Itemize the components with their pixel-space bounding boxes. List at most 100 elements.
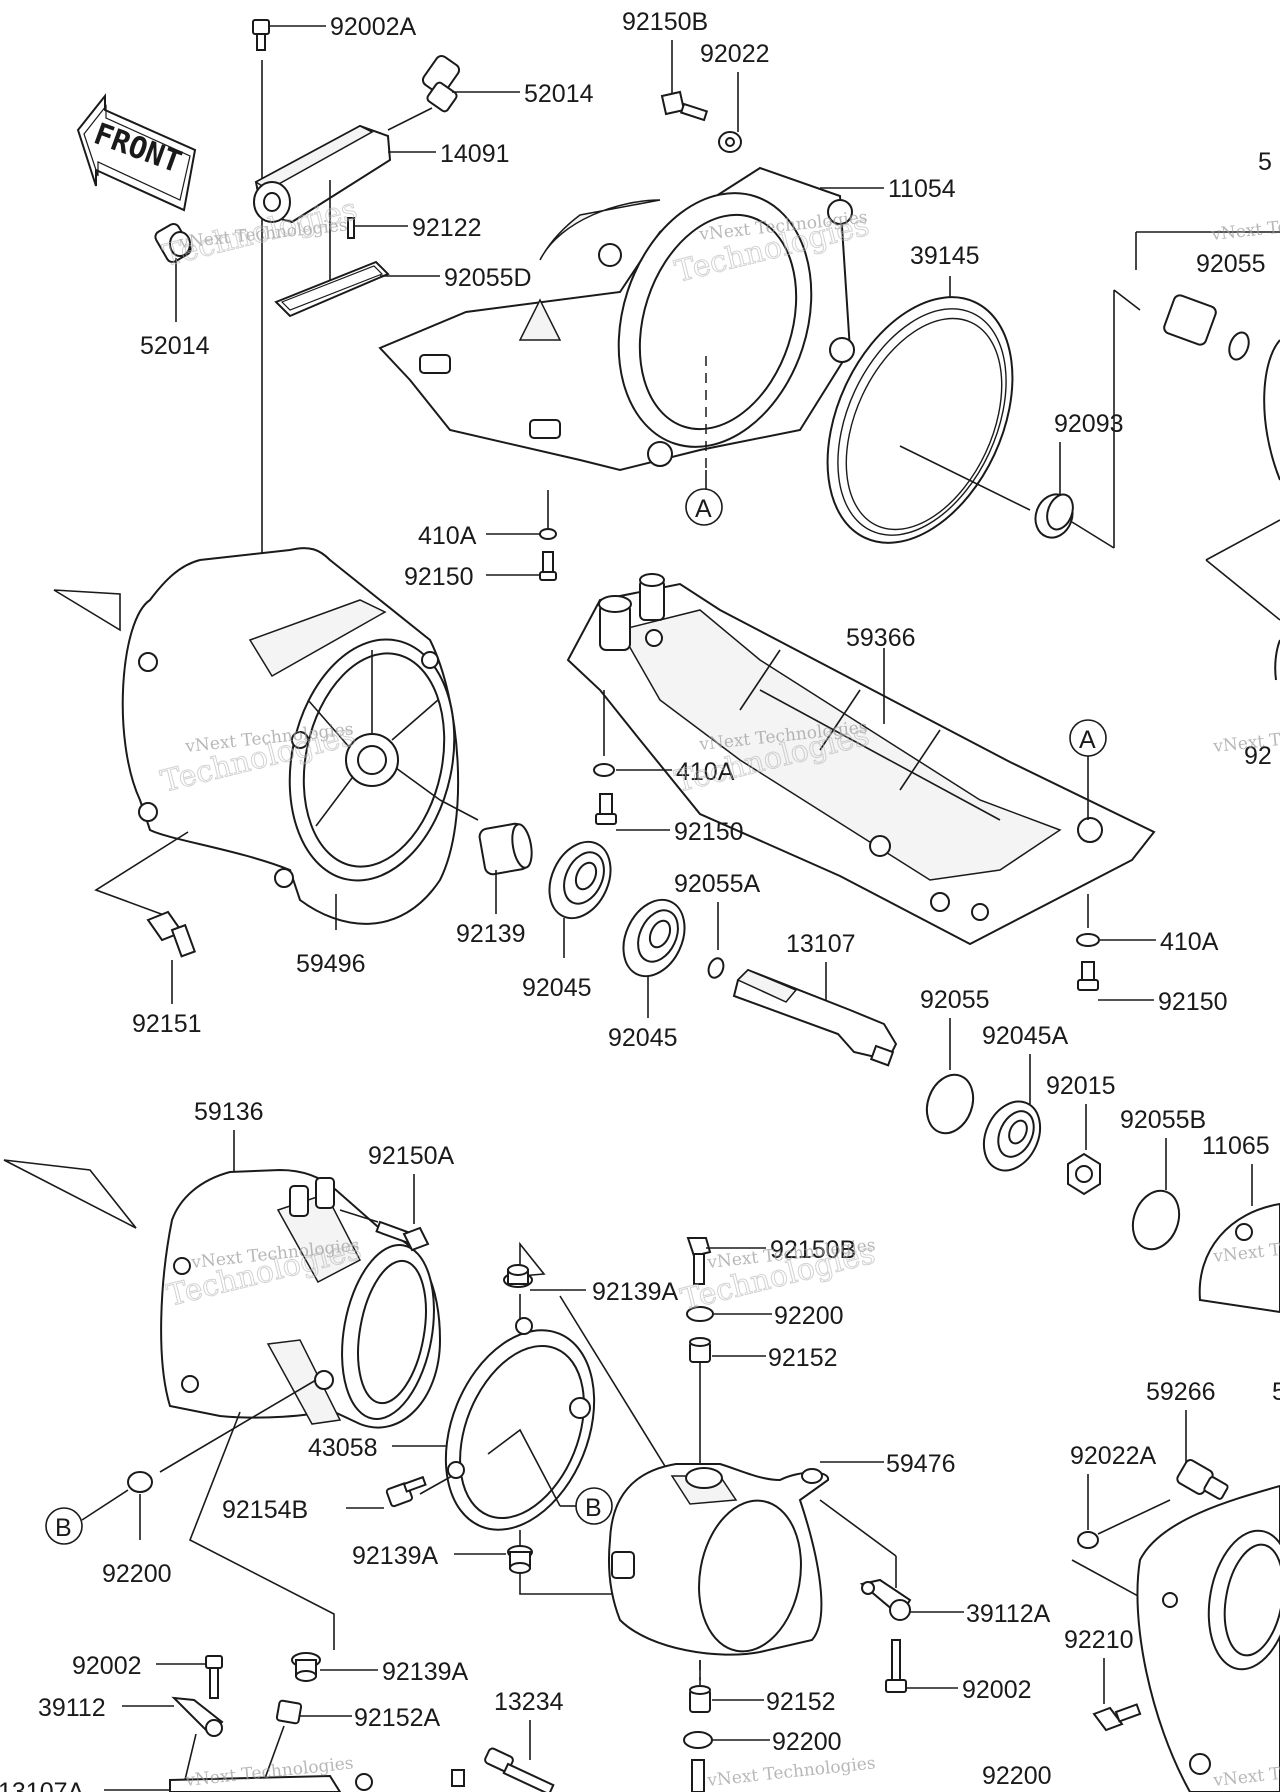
part-small-washer-bottom bbox=[355, 1769, 465, 1791]
part-92093-seal bbox=[1034, 493, 1074, 539]
part-92002-bolt-2 bbox=[205, 1655, 223, 1699]
label-92150-2: 92150 bbox=[674, 818, 744, 846]
label-5-cut2: 5 bbox=[1272, 1378, 1280, 1406]
label-92022: 92022 bbox=[700, 40, 770, 68]
label-92150-3: 92150 bbox=[1158, 988, 1228, 1016]
part-92210-bolt bbox=[1092, 1703, 1142, 1732]
label-92152-2: 92152 bbox=[766, 1688, 836, 1716]
label-39112A: 39112A bbox=[966, 1600, 1051, 1628]
label-92055-cut: 92055 bbox=[1196, 250, 1266, 278]
ref-A-1: A bbox=[695, 495, 712, 523]
label-92055: 92055 bbox=[920, 986, 990, 1014]
label-92200-4: 92200 bbox=[982, 1762, 1052, 1790]
part-92055D-gasket bbox=[274, 260, 390, 318]
part-92015-nut bbox=[1067, 1152, 1101, 1196]
label-59136: 59136 bbox=[194, 1098, 264, 1126]
label-59266: 59266 bbox=[1146, 1378, 1216, 1406]
label-92093: 92093 bbox=[1054, 410, 1124, 438]
label-14091: 14091 bbox=[440, 140, 510, 168]
label-92002-2: 92002 bbox=[72, 1652, 142, 1680]
label-92055B: 92055B bbox=[1120, 1106, 1206, 1134]
label-11065: 11065 bbox=[1202, 1132, 1270, 1160]
label-59476: 59476 bbox=[886, 1450, 956, 1478]
ref-B-1: B bbox=[55, 1514, 72, 1542]
part-bottom-bolt bbox=[691, 1759, 705, 1792]
part-92045A-bearing bbox=[982, 1100, 1042, 1172]
label-92154B: 92154B bbox=[222, 1496, 308, 1524]
label-92139A-3: 92139A bbox=[382, 1658, 469, 1686]
label-13234: 13234 bbox=[494, 1688, 564, 1716]
label-92151: 92151 bbox=[132, 1010, 202, 1038]
part-59366-ride-plate bbox=[566, 573, 1156, 946]
part-92150-bolt-2 bbox=[595, 793, 617, 825]
part-92022-washer bbox=[718, 131, 742, 153]
part-92055A-oring bbox=[707, 957, 725, 979]
label-92200-1: 92200 bbox=[102, 1560, 172, 1588]
label-92022A: 92022A bbox=[1070, 1442, 1157, 1470]
part-92150-bolt-1 bbox=[539, 551, 557, 581]
label-92150B-mid: 92150B bbox=[770, 1236, 856, 1264]
ref-B-2: B bbox=[585, 1494, 602, 1522]
part-92150-bolt-3 bbox=[1077, 961, 1099, 991]
part-11065-cap bbox=[1198, 1202, 1280, 1314]
part-92045-bearing-2 bbox=[622, 898, 686, 978]
label-92152A: 92152A bbox=[354, 1704, 441, 1732]
part-410A-washer-1 bbox=[539, 528, 557, 540]
label-410A-2: 410A bbox=[676, 758, 735, 786]
label-92002-1: 92002 bbox=[962, 1676, 1032, 1704]
part-92022A-washer bbox=[1077, 1531, 1099, 1549]
label-59496: 59496 bbox=[296, 950, 366, 978]
label-92139A-2: 92139A bbox=[352, 1542, 439, 1570]
label-39112: 39112 bbox=[38, 1694, 106, 1722]
label-92150-1: 92150 bbox=[404, 563, 474, 591]
label-59366: 59366 bbox=[846, 624, 916, 652]
label-410A-3: 410A bbox=[1160, 928, 1219, 956]
part-right-nozzle bbox=[1136, 1484, 1280, 1792]
part-59266-fitting bbox=[1176, 1459, 1229, 1500]
label-410A-1: 410A bbox=[418, 522, 477, 550]
label-92122: 92122 bbox=[412, 214, 482, 242]
svg-text:vNext Technologies: vNext Technologies bbox=[705, 1753, 876, 1791]
label-92139A-1: 92139A bbox=[592, 1278, 679, 1306]
part-52014-elbow-top bbox=[421, 54, 461, 113]
part-59136-steering-nozzle bbox=[160, 1168, 442, 1429]
part-52014-elbow-left bbox=[154, 222, 192, 264]
part-92139-bushing bbox=[478, 822, 533, 876]
part-92200-washer-2-top bbox=[686, 1306, 714, 1322]
part-410A-washer-3 bbox=[1076, 933, 1100, 947]
label-92045A: 92045A bbox=[982, 1022, 1069, 1050]
label-92015: 92015 bbox=[1046, 1072, 1116, 1100]
part-92002-bolt-1 bbox=[885, 1639, 907, 1693]
label-92210: 92210 bbox=[1064, 1626, 1134, 1654]
part-59496-pump-case bbox=[121, 547, 460, 925]
part-11054-pump-cover bbox=[378, 166, 855, 472]
part-92150B-bolt-mid bbox=[686, 1237, 712, 1285]
part-13107A-arm bbox=[169, 1774, 342, 1792]
label-92150A: 92150A bbox=[368, 1142, 455, 1170]
part-13234-shaft bbox=[484, 1747, 555, 1792]
part-92151-bolt bbox=[146, 910, 197, 958]
part-43058-ring bbox=[444, 1317, 596, 1531]
part-92002A-screw bbox=[252, 19, 270, 51]
part-39112-lever bbox=[171, 1696, 224, 1737]
part-410A-washer-2 bbox=[593, 763, 615, 777]
label-92200-1b: 92200 bbox=[774, 1302, 844, 1330]
label-92-cut: 92 bbox=[1244, 742, 1272, 770]
part-92139A-bushing-2 bbox=[507, 1545, 533, 1574]
label-13107A: 13107A bbox=[0, 1778, 85, 1792]
part-92152-spacer-2 bbox=[689, 1685, 711, 1713]
part-92154B-screw bbox=[385, 1475, 427, 1508]
label-5x-cut: 5 bbox=[1258, 148, 1272, 176]
part-92055-oring bbox=[925, 1073, 975, 1135]
part-92200-washer-1 bbox=[127, 1471, 153, 1493]
part-14091-housing bbox=[253, 124, 392, 224]
part-92152-spacer-1 bbox=[689, 1337, 711, 1363]
part-92055B-oring bbox=[1131, 1189, 1181, 1251]
label-11054: 11054 bbox=[888, 175, 956, 203]
label-92150B-top: 92150B bbox=[622, 8, 708, 36]
ref-A-2: A bbox=[1079, 726, 1096, 754]
label-92045-1: 92045 bbox=[522, 974, 592, 1002]
part-92150B-bolt-top bbox=[660, 90, 709, 122]
part-92139A-bushing-3 bbox=[291, 1652, 321, 1682]
